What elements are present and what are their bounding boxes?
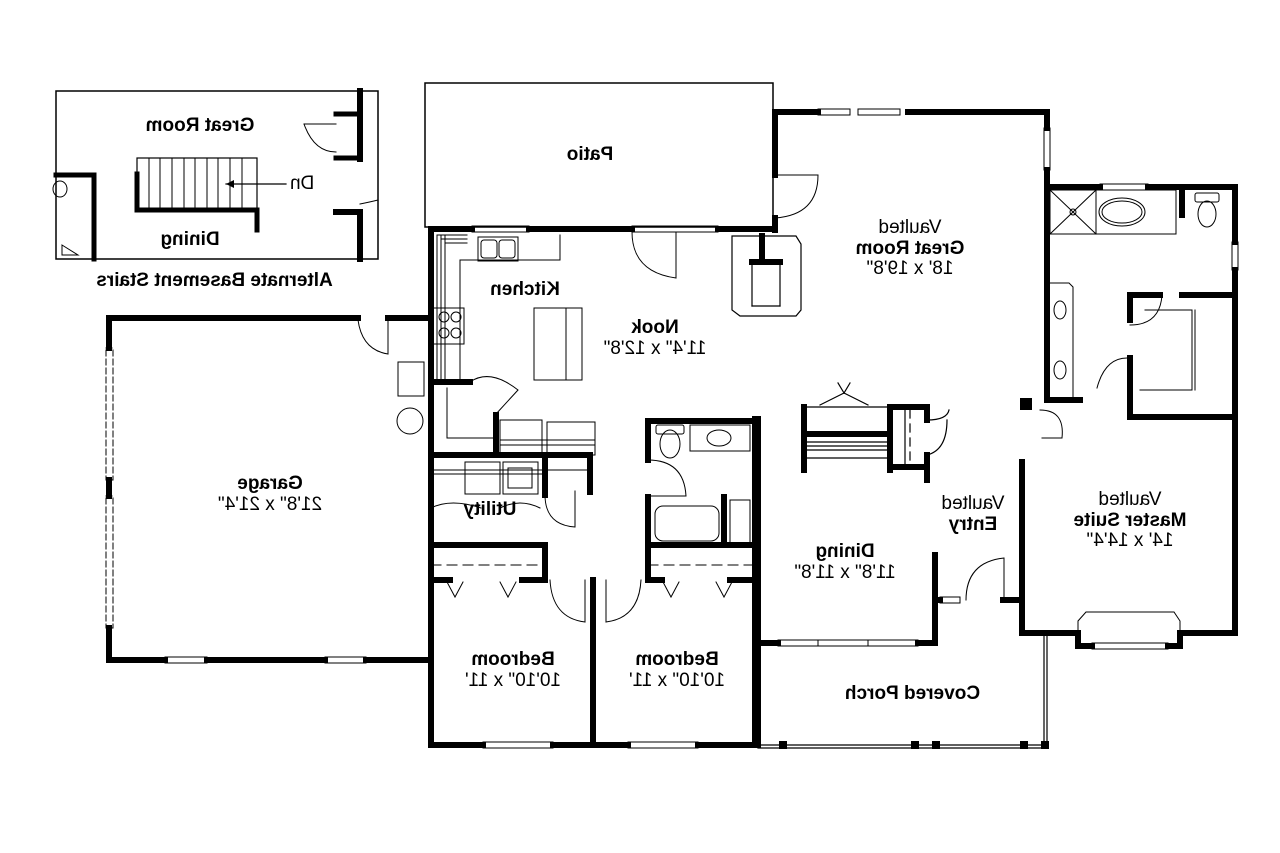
inset-box bbox=[52, 88, 379, 262]
room-label-dining: Dining 11'8" x 11'8" bbox=[775, 541, 915, 583]
room-name: Garage bbox=[237, 473, 303, 494]
room-label-great-room: Vaulted Great Room 18' x 19'8" bbox=[830, 217, 990, 280]
room-dimensions: 10'10" x 11' bbox=[464, 669, 562, 691]
room-label-entry: Vaulted Entry bbox=[928, 493, 1018, 535]
room-name: Nook bbox=[631, 317, 679, 338]
room-label-garage: Garage 21'8" x 21'4" bbox=[195, 473, 345, 515]
room-name: Entry bbox=[948, 513, 998, 535]
room-label-nook: Nook 11'4" x 12'8" bbox=[590, 317, 720, 359]
room-name: Patio bbox=[566, 144, 614, 165]
room-dimensions: 18' x 19'8" bbox=[866, 258, 954, 280]
room-dimensions: 11'8" x 11'8" bbox=[794, 561, 896, 583]
room-name: Covered Porch bbox=[844, 683, 981, 704]
room-prefix: Vaulted bbox=[1098, 489, 1162, 510]
inset-room-label-dining: Dining bbox=[140, 229, 240, 251]
inset-caption: Alternate Basement Stairs bbox=[96, 270, 333, 291]
room-name: Utility bbox=[463, 499, 517, 520]
room-prefix: Vaulted bbox=[878, 217, 942, 238]
stair-direction-label: Dn bbox=[290, 173, 315, 194]
room-label-covered-porch: Covered Porch bbox=[820, 683, 1005, 705]
room-label-kitchen: Kitchen bbox=[470, 279, 580, 301]
room-name: Master Suite bbox=[1073, 509, 1187, 531]
room-name: Great Room bbox=[145, 115, 255, 136]
room-prefix: Vaulted bbox=[941, 493, 1005, 514]
room-label-utility: Utility bbox=[440, 499, 540, 521]
room-name: Bedroom bbox=[635, 649, 719, 670]
room-name: Kitchen bbox=[490, 279, 560, 300]
room-dimensions: 21'8" x 21'4" bbox=[217, 493, 323, 515]
room-name: Great Room bbox=[855, 237, 965, 259]
room-label-master-suite: Vaulted Master Suite 14' x 14'4" bbox=[1050, 489, 1210, 552]
room-label-bedroom-2: Bedroom 10'10" x 11' bbox=[612, 649, 742, 691]
room-name: Dining bbox=[160, 229, 220, 250]
room-dimensions: 11'4" x 12'8" bbox=[603, 337, 707, 359]
room-dimensions: 10'10" x 11' bbox=[628, 669, 726, 691]
room-name: Bedroom bbox=[471, 649, 555, 670]
room-label-patio: Patio bbox=[540, 144, 640, 166]
room-dimensions: 14' x 14'4" bbox=[1086, 530, 1174, 552]
room-label-bedroom-1: Bedroom 10'10" x 11' bbox=[448, 649, 578, 691]
room-name: Dining bbox=[815, 541, 875, 562]
inset-room-label-great-room: Great Room bbox=[130, 115, 270, 137]
